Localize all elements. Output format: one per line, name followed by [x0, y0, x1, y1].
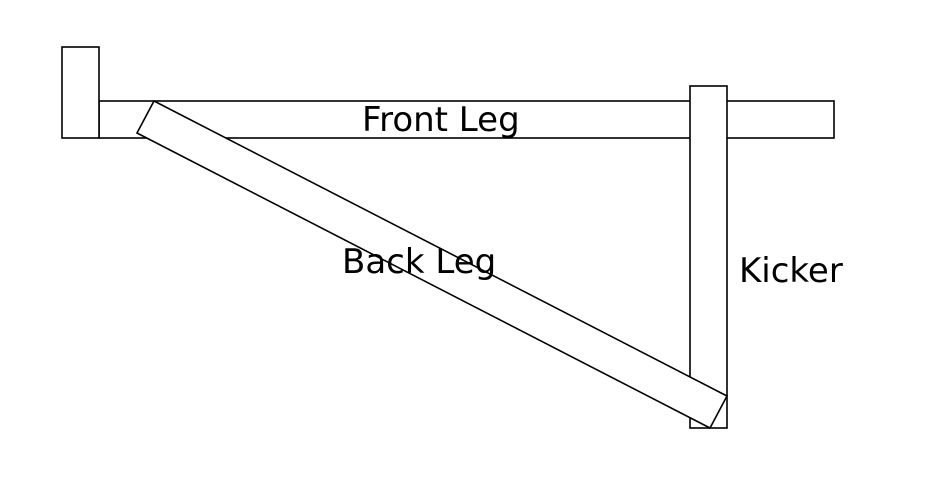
- front-leg-label: Front Leg: [362, 100, 520, 140]
- back-leg-label: Back Leg: [342, 242, 496, 282]
- kicker-board: [689, 85, 728, 429]
- back-leg-board: [135, 99, 729, 430]
- kicker-label: Kicker: [739, 251, 843, 291]
- wall-block: [61, 46, 100, 139]
